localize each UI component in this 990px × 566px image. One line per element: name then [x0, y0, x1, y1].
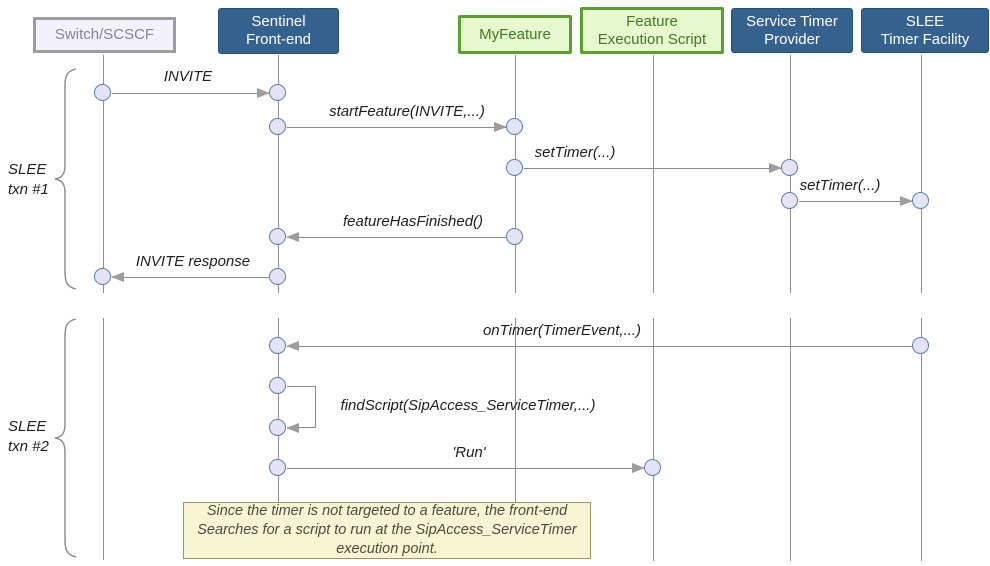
group-label-slee-txn-1: SLEE txn #1: [8, 161, 49, 198]
participant-label: Service Timer Provider: [746, 12, 838, 48]
participant-sentinel-front-end: Sentinel Front-end: [218, 8, 339, 54]
participant-label: SLEE Timer Facility: [880, 12, 970, 48]
message-arrow-startfeature: [287, 122, 507, 132]
message-label: setTimer(...): [534, 144, 616, 161]
lifeline-switch-scscf-txn1: [103, 55, 104, 293]
message-label: 'Run': [452, 444, 486, 461]
lifeline-sentinel-front-end-txn1: [278, 55, 279, 293]
message-arrow-invite: [112, 88, 270, 98]
lifeline-feature-execution-script-txn1: [653, 55, 654, 293]
message-arrow-settimer-facility: [799, 196, 913, 206]
message-label: findScript(SipAccess_ServiceTimer,...): [340, 397, 596, 414]
message-node: [269, 337, 286, 354]
message-node: [94, 268, 111, 285]
participant-label: Sentinel Front-end: [245, 13, 312, 48]
message-node: [644, 459, 661, 476]
lifeline-slee-timer-facility-txn2: [921, 318, 922, 561]
lifeline-myfeature-txn2: [515, 318, 516, 502]
participant-myfeature: MyFeature: [458, 15, 572, 54]
message-arrow-settimer-provider: [524, 163, 782, 173]
message-node: [269, 268, 286, 285]
lifeline-feature-execution-script-txn2: [653, 318, 654, 561]
message-node: [269, 84, 286, 101]
message-node: [94, 84, 111, 101]
message-label: INVITE response: [135, 253, 251, 270]
brace-txn1: [54, 68, 77, 290]
lifeline-switch-scscf-txn2: [103, 318, 104, 560]
note-text: Since the timer is not targeted to a fea…: [197, 502, 577, 558]
message-arrow-findscript-selfloop: [286, 386, 316, 433]
lifeline-slee-timer-facility-txn1: [921, 55, 922, 293]
message-node: [781, 159, 798, 176]
brace-txn2: [54, 318, 77, 558]
participant-slee-timer-facility: SLEE Timer Facility: [861, 8, 989, 53]
message-arrow-run: [287, 463, 645, 473]
group-label-slee-txn-2: SLEE txn #2: [8, 418, 49, 455]
participant-label: Feature Execution Script: [597, 12, 707, 48]
note-box: Since the timer is not targeted to a fea…: [183, 502, 591, 559]
message-label: INVITE: [163, 68, 213, 85]
message-node: [506, 228, 523, 245]
message-node: [912, 337, 929, 354]
message-node: [269, 419, 286, 436]
message-node: [269, 228, 286, 245]
message-node: [506, 118, 523, 135]
lifeline-service-timer-provider-txn2: [790, 318, 791, 561]
message-node: [912, 192, 929, 209]
message-label: onTimer(TimerEvent,...): [482, 322, 642, 339]
message-node: [506, 159, 523, 176]
message-arrow-featurehasfinished: [286, 232, 506, 242]
message-node: [269, 459, 286, 476]
message-label: setTimer(...): [799, 177, 881, 194]
message-node: [781, 192, 798, 209]
lifeline-sentinel-front-end-txn2: [278, 318, 279, 502]
participant-service-timer-provider: Service Timer Provider: [731, 8, 853, 53]
message-label: featureHasFinished(): [342, 213, 484, 230]
participant-label: Switch/SCSCF: [54, 26, 155, 43]
message-node: [269, 118, 286, 135]
message-node: [269, 377, 286, 394]
message-arrow-invite-response: [111, 272, 269, 282]
message-label: startFeature(INVITE,...): [329, 103, 485, 120]
message-arrow-ontimer: [286, 341, 912, 351]
participant-feature-execution-script: Feature Execution Script: [580, 7, 724, 54]
participant-switch-scscf: Switch/SCSCF: [33, 17, 176, 53]
participant-label: MyFeature: [479, 25, 551, 43]
